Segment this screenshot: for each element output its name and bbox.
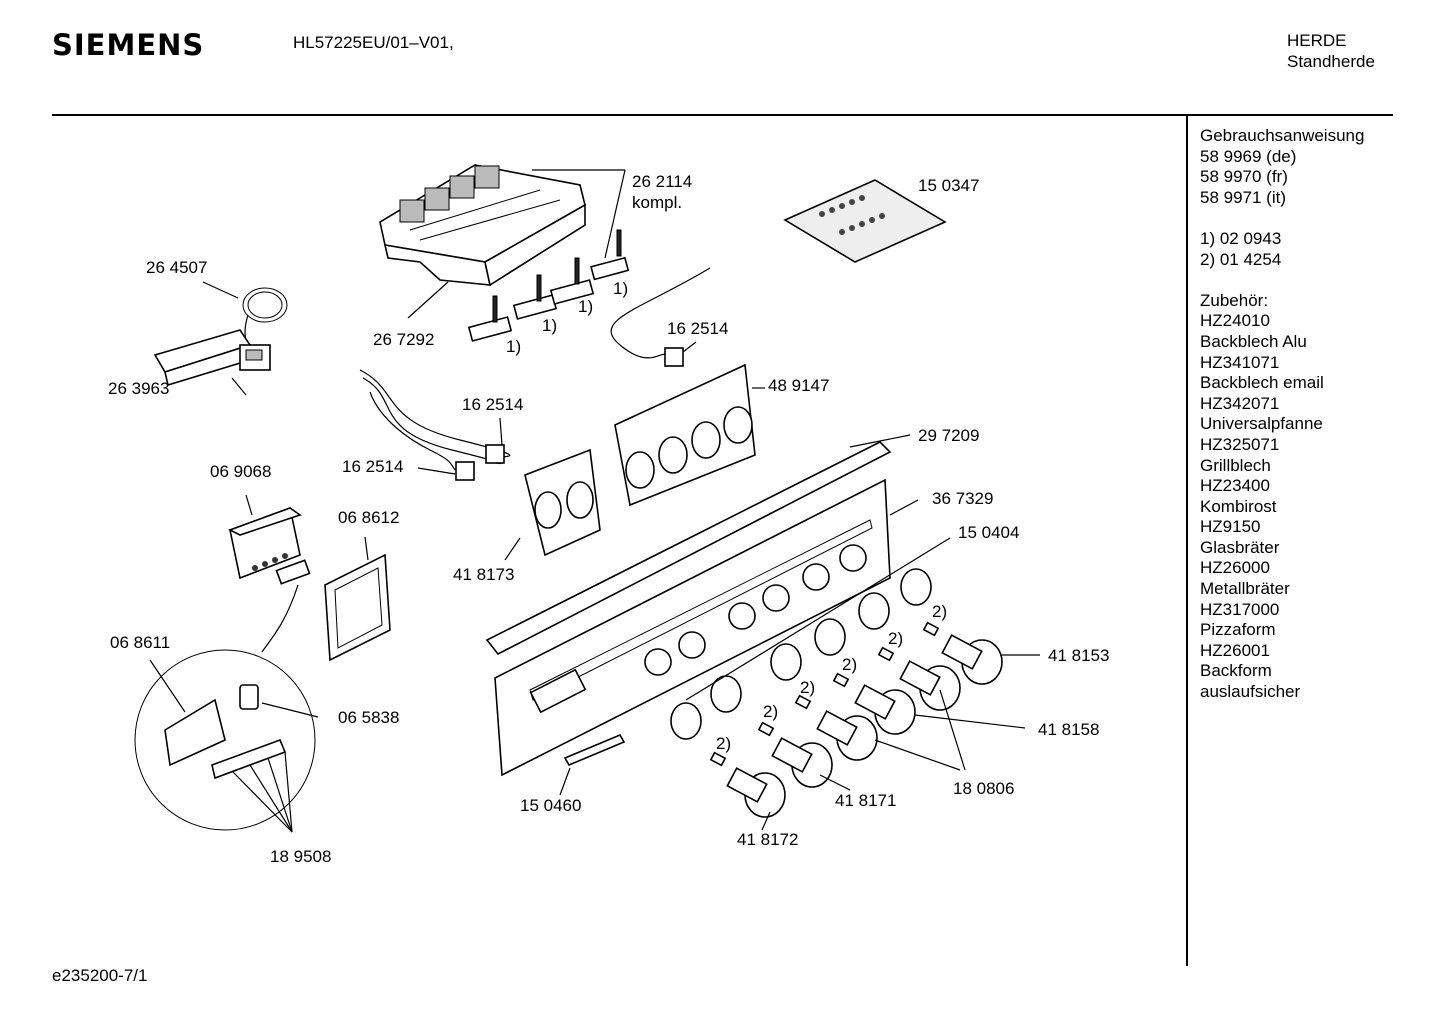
label-367329: 36 7329 xyxy=(932,489,993,508)
note-1-a: 1) xyxy=(613,279,628,298)
label-162514-b: 16 2514 xyxy=(462,395,523,414)
sidebar-line: auslaufsicher xyxy=(1200,682,1301,702)
label-189508: 18 9508 xyxy=(270,847,331,866)
sidebar-line: HZ26001 xyxy=(1200,640,1270,660)
sidebar-line: HZ23400 xyxy=(1200,476,1270,496)
category-block: HERDE Standherde xyxy=(1287,30,1375,72)
brand-logo: SIEMENS xyxy=(52,28,205,62)
sidebar-line: HZ26000 xyxy=(1200,558,1270,578)
note-2-f: 2) xyxy=(716,734,731,753)
label-162514-a: 16 2514 xyxy=(667,319,728,338)
note-2-b: 2) xyxy=(888,629,903,648)
sidebar-line: 1) 02 0943 xyxy=(1200,228,1282,248)
note-2-c: 2) xyxy=(842,655,857,674)
label-297209: 29 7209 xyxy=(918,426,979,445)
label-489147: 48 9147 xyxy=(768,376,829,395)
label-264507: 26 4507 xyxy=(146,258,207,277)
sidebar-spacer xyxy=(1200,270,1364,291)
label-418173: 41 8173 xyxy=(453,565,514,584)
note-2-d: 2) xyxy=(800,678,815,697)
label-418158: 41 8158 xyxy=(1038,720,1099,739)
model-number: HL57225EU/01–V01, xyxy=(293,33,454,52)
sidebar-line: HZ317000 xyxy=(1200,599,1280,619)
sidebar-line: 2) 01 4254 xyxy=(1200,249,1282,269)
label-267292: 26 7292 xyxy=(373,330,434,349)
screw-bag-150347 xyxy=(783,179,947,263)
module-069068 xyxy=(227,506,311,585)
sidebar-line: HZ342071 xyxy=(1200,393,1280,413)
sidebar-line: HZ9150 xyxy=(1200,517,1261,537)
label-180806: 18 0806 xyxy=(953,779,1014,798)
sidebar-line: 58 9969 (de) xyxy=(1200,146,1297,166)
exploded-view-diagram: 26 2114 kompl. 15 0347 26 4507 26 3963 2… xyxy=(108,164,1109,866)
sidebar-line: Grillblech xyxy=(1200,455,1271,475)
label-162514-c: 16 2514 xyxy=(342,457,403,476)
sidebar-line: Backform xyxy=(1200,661,1272,681)
label-418172: 41 8172 xyxy=(737,830,798,849)
label-418171: 41 8171 xyxy=(835,791,896,810)
category: HERDE xyxy=(1287,31,1347,50)
sidebar-divider xyxy=(1186,116,1188,966)
switch-module-489147 xyxy=(614,363,756,507)
rings-150404 xyxy=(670,568,932,740)
switch-module-418173 xyxy=(524,448,601,557)
label-065838: 06 5838 xyxy=(338,708,399,727)
note-1-b: 1) xyxy=(578,297,593,316)
sidebar-line: 58 9971 (it) xyxy=(1200,187,1286,207)
label-150404: 15 0404 xyxy=(958,523,1019,542)
label-263963: 26 3963 xyxy=(108,379,169,398)
sidebar-line: Gebrauchsanweisung xyxy=(1200,126,1365,145)
small-switches xyxy=(467,229,630,342)
sidebar-line: Universalpfanne xyxy=(1200,414,1323,434)
sidebar-line: Backblech email xyxy=(1200,373,1324,393)
note-2-e: 2) xyxy=(763,702,778,721)
sidebar-line: Pizzaform xyxy=(1200,620,1276,640)
label-068611: 06 8611 xyxy=(110,633,170,652)
knobs xyxy=(726,634,1003,818)
note-1-c: 1) xyxy=(542,316,557,335)
label-150460: 15 0460 xyxy=(520,796,581,815)
sidebar-line: Zubehör: xyxy=(1200,290,1269,310)
sidebar-line: Glasbräter xyxy=(1200,537,1280,557)
thermostat-263963 xyxy=(153,287,288,396)
sidebar-line: 58 9970 (fr) xyxy=(1200,167,1288,187)
sidebar-line: HZ325071 xyxy=(1200,434,1280,454)
note-1-d: 1) xyxy=(506,337,521,356)
part-150460 xyxy=(563,733,626,767)
subcategory: Standherde xyxy=(1287,52,1375,71)
frame-068612 xyxy=(324,553,391,662)
label-418153: 41 8153 xyxy=(1048,646,1109,665)
control-panel-367329 xyxy=(494,478,891,777)
drawing-code: e235200-7/1 xyxy=(52,966,148,985)
trim-strip-297209 xyxy=(485,441,892,656)
label-068612: 06 8612 xyxy=(338,508,399,527)
sidebar-line: Metallbräter xyxy=(1200,579,1290,599)
label-150347: 15 0347 xyxy=(918,176,979,195)
label-069068: 06 9068 xyxy=(210,462,271,481)
clips xyxy=(709,621,940,767)
sidebar-line: Backblech Alu xyxy=(1200,331,1307,351)
sidebar-line: Kombirost xyxy=(1200,496,1277,516)
header-divider xyxy=(52,114,1393,116)
label-262114: 26 2114 xyxy=(632,172,692,191)
sidebar-spacer xyxy=(1200,208,1364,229)
detail-circle xyxy=(134,584,316,831)
label-kompl: kompl. xyxy=(632,193,682,212)
sidebar-line: HZ24010 xyxy=(1200,311,1270,331)
sidebar-line: HZ341071 xyxy=(1200,352,1280,372)
switch-block-267292 xyxy=(379,164,586,287)
note-2-a: 2) xyxy=(932,602,947,621)
